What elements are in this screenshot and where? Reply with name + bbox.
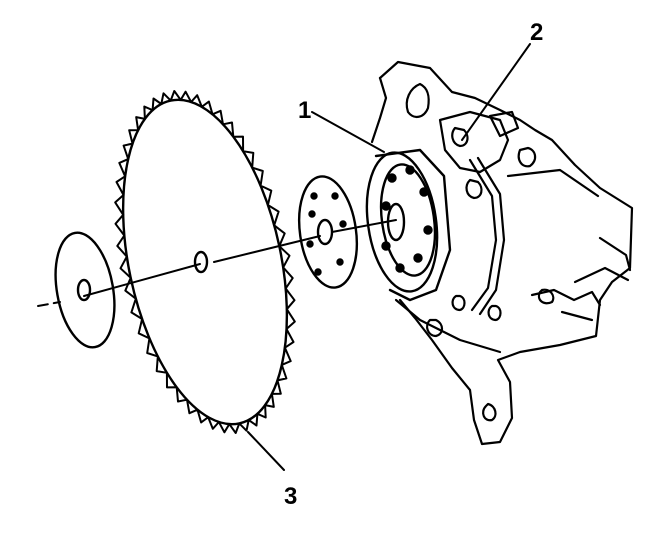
callout-3-label: 3: [284, 483, 297, 510]
camshaft-flange: [365, 148, 452, 302]
engine-housing: [370, 60, 634, 446]
timing-gear: [114, 90, 296, 434]
callout-2-label: 2: [530, 19, 543, 46]
thrust-washer: [54, 231, 116, 349]
retainer-plate: [297, 175, 359, 289]
callout-1-label: 1: [298, 97, 311, 124]
assembly-axis: [37, 219, 397, 307]
callout-leaders: [247, 43, 531, 471]
